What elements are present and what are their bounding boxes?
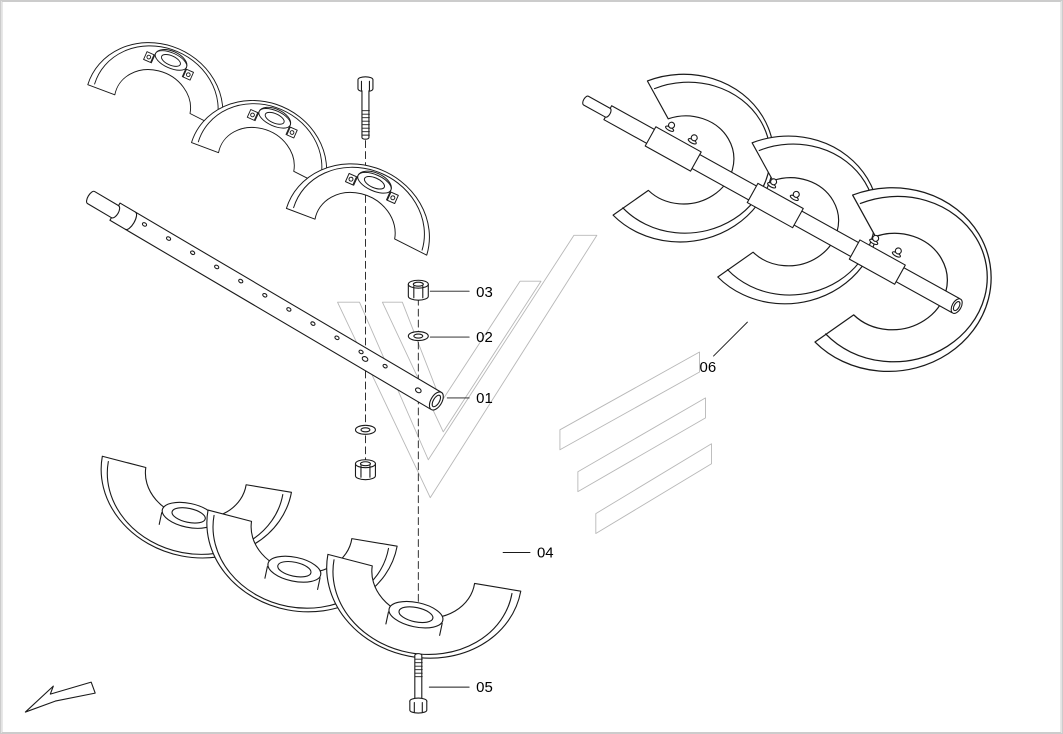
watermark-stripe-2 [577,397,706,493]
watermark-chevron-inner [381,280,542,433]
callout-label: 06 [700,359,717,376]
callouts: 03 02 01 04 05 06 [428,284,748,696]
drawing-layer: 03 02 01 04 05 06 [24,20,1001,714]
callout-02: 02 [429,329,493,346]
callout-label: 02 [476,329,493,346]
bolt-shank [414,653,423,702]
bolt-head-body [357,79,374,93]
auger-assembly-06 [582,64,1001,380]
watermark-stripe-3 [595,443,712,534]
lower-nut [354,459,376,481]
direction-arrow-icon [24,681,96,713]
bolt-shank [361,90,370,140]
top-clamp-bolt [357,76,374,140]
watermark-stripe-1 [559,351,700,451]
callout-label: 04 [537,544,554,561]
watermark-logo [337,234,712,534]
callout-label: 05 [476,679,493,696]
callout-06: 06 [700,321,748,376]
shaft-holes [141,222,422,394]
washer-02 [407,331,429,342]
callout-label: 03 [476,284,493,301]
lower-washer [354,424,376,435]
callout-01: 01 [446,390,493,407]
nut-03 [407,279,429,301]
callout-label: 01 [476,390,493,407]
callout-05: 05 [428,679,493,696]
assembly-shaft [582,95,963,314]
bolt-head-body [409,700,428,714]
shaft-journal [86,190,442,410]
callout-03: 03 [429,284,493,301]
auger-shaft-01 [86,190,444,411]
watermark-chevron-outer [337,234,598,499]
shaft-clamp-3 [848,234,906,285]
shaft-clamp-1 [644,121,702,172]
shaft-clamp-2 [746,178,804,229]
callout-04: 04 [502,544,554,561]
clamp-bolt-05 [409,653,428,714]
